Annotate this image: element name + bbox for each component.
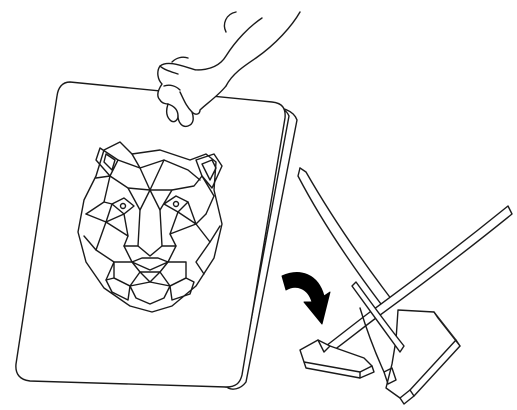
curved-arrow-down-icon bbox=[282, 273, 330, 324]
board bbox=[16, 82, 297, 389]
stand-icon bbox=[298, 168, 512, 404]
